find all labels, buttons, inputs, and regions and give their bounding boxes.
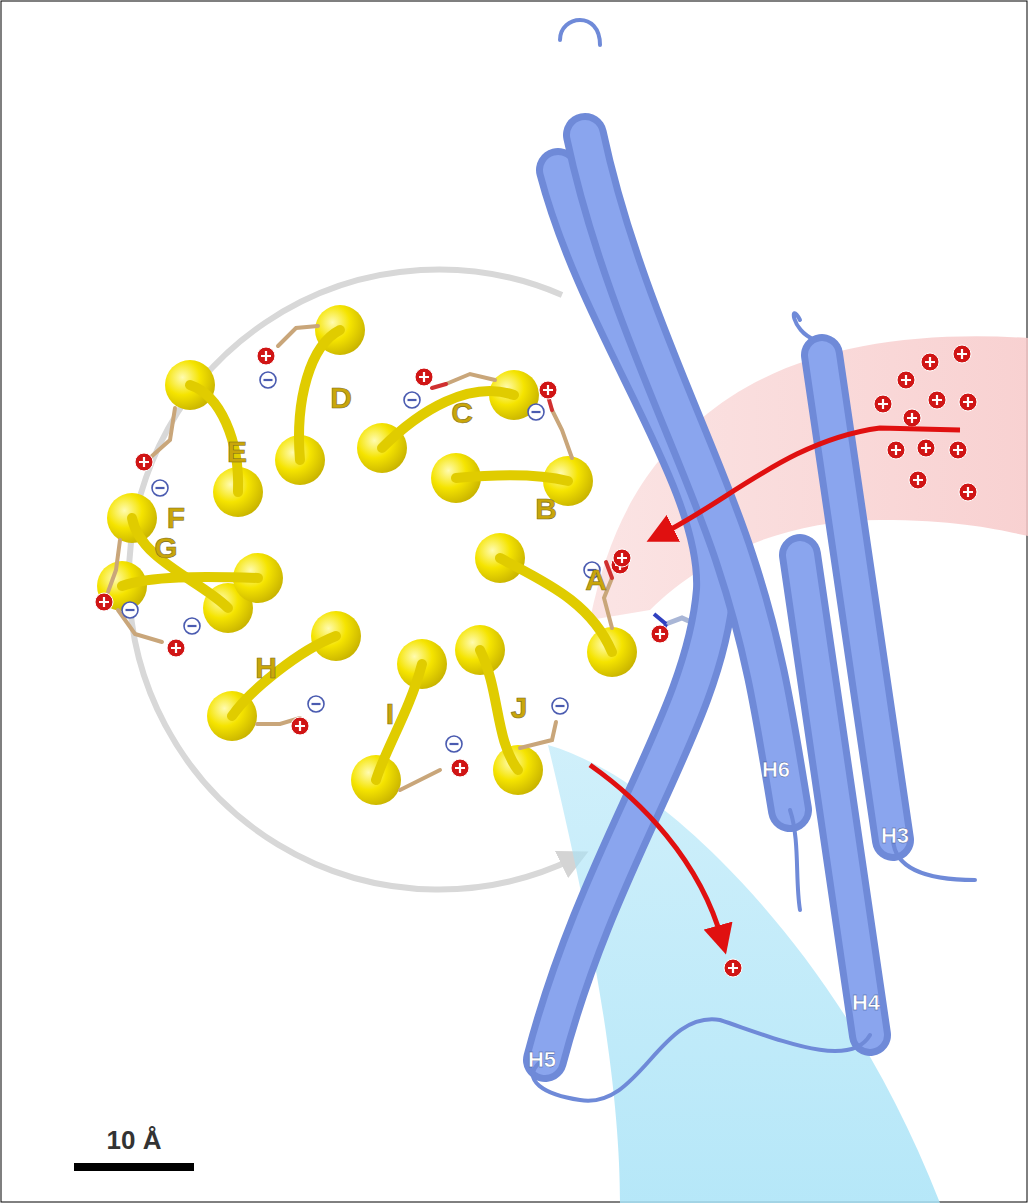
subunit-label: B	[535, 494, 557, 524]
subunit-label: D	[330, 383, 352, 413]
subunit-label: F	[167, 503, 185, 533]
subunit-label: I	[386, 699, 394, 729]
helix-label: H4	[852, 992, 880, 1014]
c-ring	[97, 305, 637, 805]
helices	[533, 20, 975, 1101]
proton-cluster	[874, 345, 977, 501]
charges	[95, 347, 629, 777]
subunit-label: G	[154, 533, 177, 563]
scale-bar	[74, 1163, 194, 1171]
carboxylates	[108, 326, 612, 790]
subunit-label: J	[511, 693, 528, 723]
subunit-label: C	[451, 398, 473, 428]
scale-label: 10 Å	[107, 1127, 162, 1153]
subunit-label: H	[255, 653, 277, 683]
subunit-label: A	[585, 565, 607, 595]
helix-label: H5	[528, 1049, 556, 1071]
helix-label: H6	[762, 759, 790, 781]
subunit-label: E	[227, 437, 247, 467]
helix-label: H3	[881, 825, 909, 847]
